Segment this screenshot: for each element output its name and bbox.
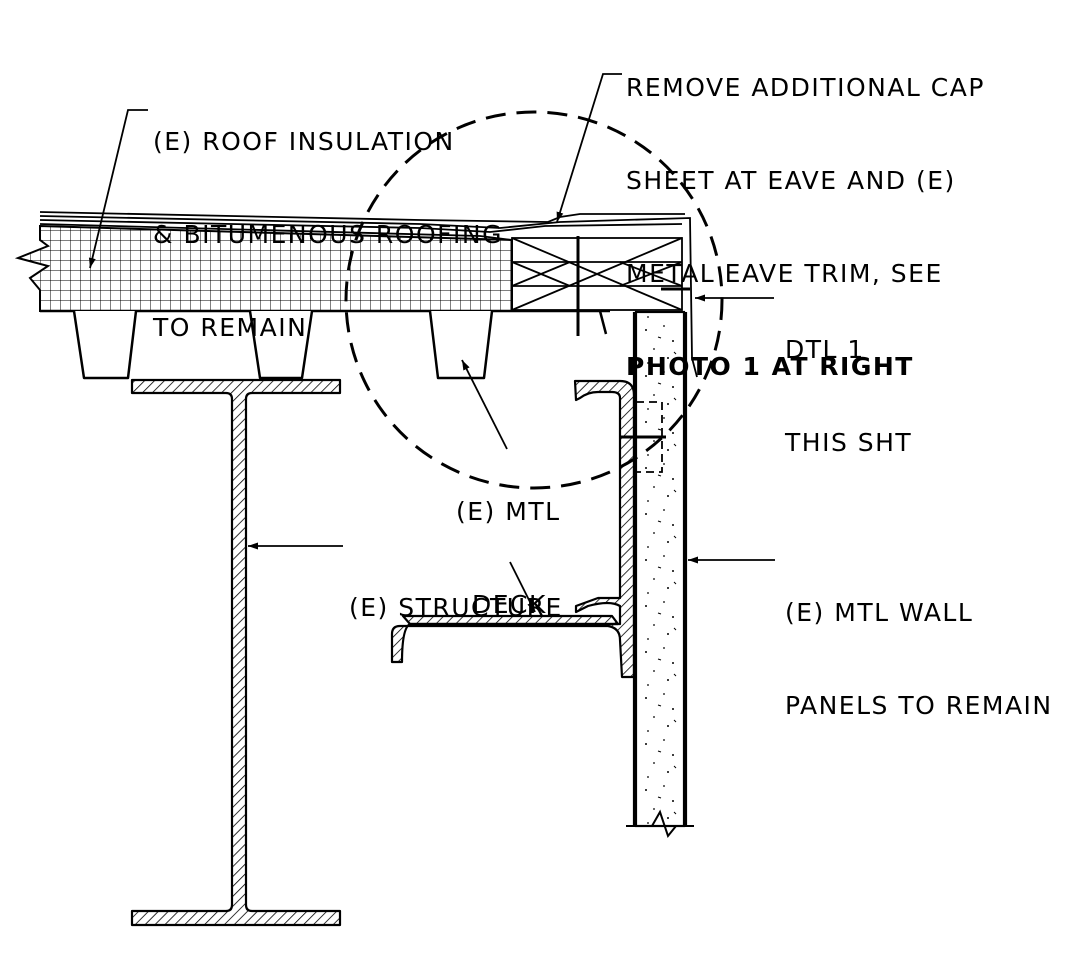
leader-roof-insulation	[88, 109, 148, 269]
note-detail-reference: DTL 1 THIS SHT	[785, 272, 912, 489]
note-line: DECK	[472, 590, 547, 619]
note-line: METAL EAVE TRIM, SEE	[626, 259, 943, 288]
wall-girt	[390, 379, 636, 679]
note-line: (E) ROOF INSULATION	[153, 127, 455, 156]
note-line: (E) MTL	[456, 497, 561, 526]
note-line: & BITUMENOUS ROOFING	[153, 220, 503, 249]
note-line: SHEET AT EAVE AND (E)	[626, 166, 956, 195]
note-line: THIS SHT	[785, 428, 913, 457]
wood-nailer	[511, 237, 683, 311]
bituminous-roofing-layers	[39, 211, 698, 378]
leader-structure-girt	[509, 561, 536, 613]
note-mtl-deck: (E) MTL DECK	[456, 434, 561, 651]
note-wall-panels: (E) MTL WALL PANELS TO REMAIN	[785, 535, 1053, 752]
note-remove-cap-sheet: REMOVE ADDITIONAL CAP SHEET AT EAVE AND …	[626, 10, 985, 413]
note-line: DTL 1	[785, 335, 865, 364]
leader-mtl-deck	[461, 359, 508, 450]
note-line: (E) STRUCTURE	[349, 593, 563, 622]
note-structure: (E) STRUCTURE	[349, 530, 563, 654]
note-line: TO REMAIN	[153, 313, 308, 342]
metal-deck	[40, 309, 610, 380]
note-line-photo-reference: PHOTO 1 AT RIGHT	[626, 352, 914, 381]
metal-wall-panel	[626, 310, 694, 839]
steel-beam	[130, 378, 342, 927]
note-line: (E) MTL WALL	[785, 598, 974, 627]
detail-callout-circle	[344, 110, 724, 490]
note-line: PANELS TO REMAIN	[785, 691, 1053, 720]
leader-remove-cap	[556, 73, 622, 223]
note-line: REMOVE ADDITIONAL CAP	[626, 73, 985, 102]
leader-lines	[88, 73, 775, 613]
note-roof-insulation: (E) ROOF INSULATION & BITUMENOUS ROOFING…	[153, 64, 503, 374]
